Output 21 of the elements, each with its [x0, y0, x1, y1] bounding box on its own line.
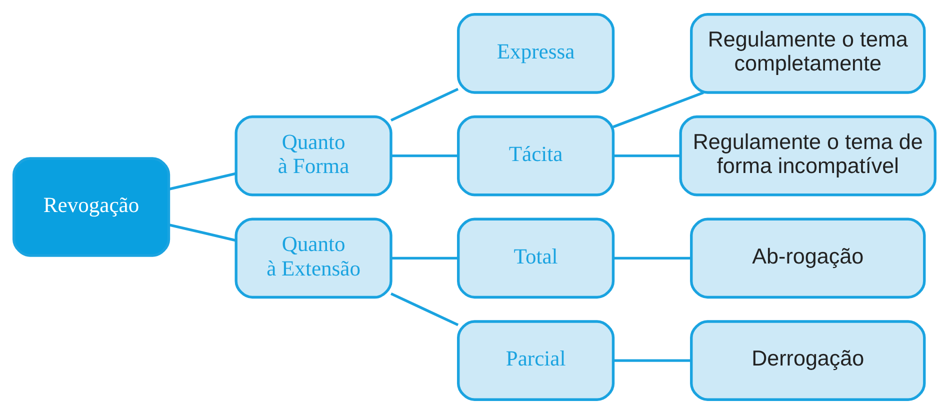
connector — [390, 87, 459, 122]
node-box: Quanto à Extensão — [234, 217, 392, 298]
node-box: Revogação — [12, 156, 170, 256]
connector — [390, 292, 459, 326]
node-box: Tácita — [456, 114, 615, 196]
node-box: Ab-rogação — [690, 217, 926, 298]
node-box: Regulamente o tema completamente — [690, 12, 926, 94]
connector — [391, 154, 458, 157]
node-box: Total — [456, 217, 615, 298]
node-box: Expressa — [456, 12, 615, 94]
connector — [168, 222, 236, 242]
connector — [168, 172, 236, 190]
node-box: Parcial — [456, 320, 615, 400]
connector — [613, 154, 680, 157]
node-box: Quanto à Forma — [234, 114, 392, 196]
connector — [613, 358, 692, 362]
node-box: Regulamente o tema de forma incompatível — [679, 114, 936, 196]
connector — [612, 90, 704, 128]
connector — [391, 256, 458, 260]
connector — [613, 256, 692, 260]
node-box: Derrogação — [690, 320, 926, 400]
